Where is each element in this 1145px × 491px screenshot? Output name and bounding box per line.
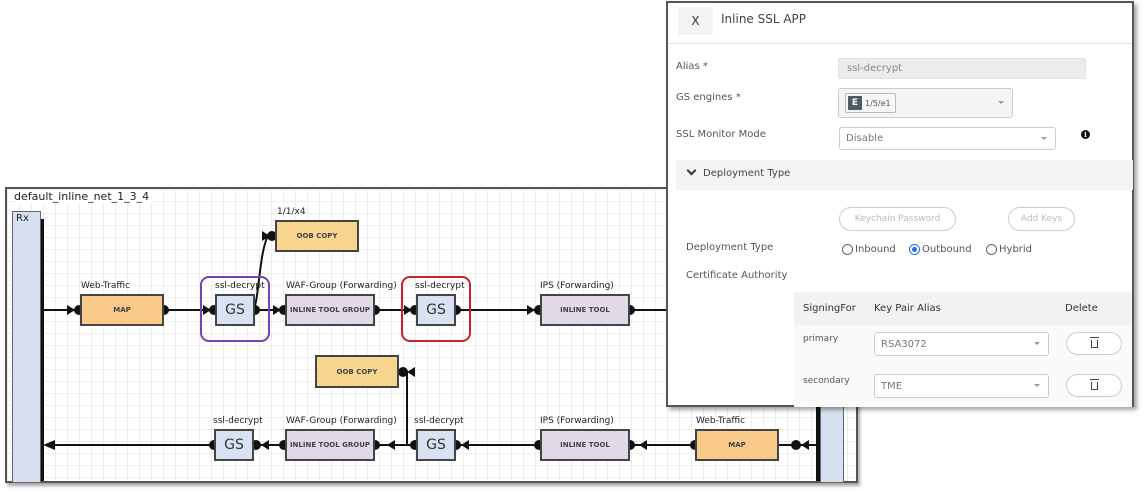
node-label: IPS (Forwarding): [540, 281, 614, 291]
inline-ssl-app-dialog: X Inline SSL APP Alias * ssl-decrypt GS …: [666, 1, 1134, 407]
signing-for-cell: primary: [803, 334, 839, 344]
section-title-text: Deployment Type: [703, 168, 791, 179]
table-header: SigningFor Key Pair Alias Delete: [794, 292, 1132, 325]
node-label: ssl-decrypt: [415, 281, 465, 291]
gs-engines-select[interactable]: E 1/5/e1: [838, 88, 1013, 118]
gs-node[interactable]: GS: [214, 429, 254, 461]
node-label: IPS (Forwarding): [540, 416, 614, 426]
info-icon[interactable]: i: [1081, 130, 1090, 139]
trash-icon: [1089, 336, 1099, 348]
close-button[interactable]: X: [678, 7, 713, 35]
add-keys-button[interactable]: Add Keys: [1008, 207, 1075, 231]
signing-for-cell: secondary: [803, 376, 850, 386]
inline-tool-node[interactable]: INLINE TOOL: [540, 429, 630, 461]
key-pair-alias-value: RSA3072: [881, 338, 927, 350]
node-label: WAF-Group (Forwarding): [286, 416, 397, 426]
node-label: ssl-decrypt: [215, 281, 265, 291]
key-pair-alias-select[interactable]: TME: [874, 374, 1049, 398]
inline-tool-group-node[interactable]: INLINE TOOL GROUP: [285, 294, 375, 326]
key-pair-alias-value: TME: [881, 380, 903, 392]
key-pair-alias-select[interactable]: RSA3072: [874, 332, 1049, 356]
ssl-monitor-mode-value: Disable: [846, 133, 884, 144]
radio-label: Outbound: [922, 244, 972, 255]
radio-circle: [842, 244, 853, 255]
engine-chip-value: 1/5/e1: [865, 98, 891, 108]
tx-port-shadow: [816, 394, 820, 481]
chevron-down-icon: [1034, 342, 1040, 345]
node-label: Web-Traffic: [81, 281, 131, 291]
node-label: Web-Traffic: [696, 416, 746, 426]
rx-port-label: Rx: [16, 213, 29, 224]
dialog-header: X Inline SSL APP: [668, 3, 1132, 44]
alias-label: Alias *: [676, 61, 708, 72]
certificate-authority-label: Certificate Authority: [686, 270, 788, 281]
section-title: Deployment Type: [686, 165, 791, 179]
rx-port-shadow: [40, 219, 44, 481]
node-label: WAF-Group (Forwarding): [286, 281, 397, 291]
radio-circle: [986, 244, 997, 255]
delete-row-button[interactable]: [1066, 374, 1122, 397]
oob-copy-node[interactable]: OOB COPY: [275, 220, 359, 252]
chevron-down-icon: [1041, 136, 1047, 140]
gs-node[interactable]: GS: [215, 294, 255, 326]
tx-port-bar[interactable]: [820, 394, 844, 483]
gs-highlight-purple: [200, 276, 270, 342]
keychain-password-button[interactable]: Keychain Password: [839, 207, 956, 231]
radio-label: Hybrid: [999, 244, 1033, 255]
map-node[interactable]: MAP: [695, 429, 779, 461]
chevron-down-icon: [686, 165, 697, 176]
ssl-monitor-mode-select[interactable]: Disable: [839, 127, 1056, 150]
certificate-authority-table: SigningFor Key Pair Alias Delete primary…: [794, 292, 1132, 407]
ssl-monitor-mode-label: SSL Monitor Mode: [676, 129, 766, 140]
radio-outbound[interactable]: Outbound: [909, 244, 972, 255]
chevron-down-icon: [998, 101, 1004, 104]
deployment-type-label: Deployment Type: [686, 242, 774, 253]
network-name: default_inline_net_1_3_4: [14, 190, 154, 203]
node-label: ssl-decrypt: [414, 416, 464, 426]
node-label: ssl-decrypt: [213, 416, 263, 426]
radio-inbound[interactable]: Inbound: [842, 244, 896, 255]
oob-copy-node[interactable]: OOB COPY: [315, 355, 399, 388]
deployment-type-section-header[interactable]: Deployment Type: [676, 160, 1133, 190]
dialog-title: Inline SSL APP: [721, 12, 807, 26]
inline-tool-group-node[interactable]: INLINE TOOL GROUP: [285, 429, 375, 461]
gs-node[interactable]: GS: [416, 294, 456, 326]
radio-circle-selected: [909, 244, 920, 255]
chevron-down-icon: [1034, 384, 1040, 387]
column-header-key-pair-alias: Key Pair Alias: [874, 303, 941, 314]
map-node[interactable]: MAP: [80, 294, 164, 326]
column-header-signingfor: SigningFor: [803, 303, 856, 314]
radio-label: Inbound: [855, 244, 896, 255]
gs-highlight-red: [401, 276, 471, 342]
oob-port-label: 1/1/x4: [277, 207, 306, 217]
rx-port-bar[interactable]: [12, 211, 41, 483]
inline-tool-node[interactable]: INLINE TOOL: [540, 294, 630, 326]
gs-engines-label: GS engines *: [676, 92, 741, 103]
gs-node[interactable]: GS: [416, 429, 456, 461]
column-header-delete: Delete: [1065, 303, 1098, 314]
egress-arrow: [43, 440, 55, 450]
alias-input[interactable]: ssl-decrypt: [838, 58, 1086, 79]
engine-type-icon: E: [848, 96, 862, 110]
trash-icon: [1089, 378, 1099, 390]
delete-row-button[interactable]: [1066, 332, 1122, 355]
radio-hybrid[interactable]: Hybrid: [986, 244, 1032, 255]
engine-chip[interactable]: E 1/5/e1: [845, 93, 896, 113]
